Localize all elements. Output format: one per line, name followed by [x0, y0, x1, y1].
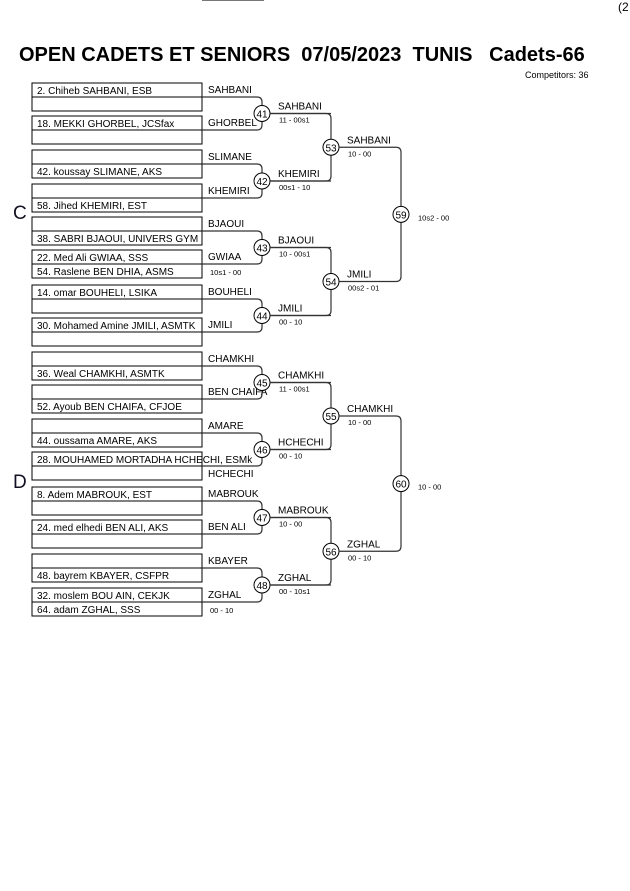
- match-number: 46: [256, 446, 268, 457]
- match-winner: MABROUK: [278, 506, 329, 517]
- round1-name: BOUHELI: [208, 287, 252, 298]
- competitor-name: 44. oussama AMARE, AKS: [37, 436, 157, 447]
- round1-name: SAHBANI: [208, 85, 252, 96]
- bracket-connector: [339, 146, 402, 283]
- prelim-score: 10s1 - 00: [210, 268, 241, 277]
- round1-name: SLIMANE: [208, 152, 252, 163]
- round1-name: KHEMIRI: [208, 186, 250, 197]
- competitor-name: 2. Chiheb SAHBANI, ESB: [37, 86, 152, 97]
- match-score: 10 - 00: [418, 483, 441, 492]
- match-score: 10 - 00: [348, 418, 371, 427]
- competitors-count: Competitors: 36: [525, 70, 589, 80]
- page-title: OPEN CADETS ET SENIORS 07/05/2023 TUNIS …: [19, 44, 585, 66]
- round1-name: JMILI: [208, 320, 232, 331]
- competitor-name: 8. Adem MABROUK, EST: [37, 490, 152, 501]
- match-winner: JMILI: [347, 270, 371, 281]
- match-number: 59: [395, 210, 407, 221]
- page-marker: (2: [618, 0, 629, 14]
- top-rule: [202, 0, 264, 1]
- match-number: 55: [325, 412, 337, 423]
- competitor-name: 58. Jihed KHEMIRI, EST: [37, 201, 147, 212]
- competitor-name: 38. SABRI BJAOUI, UNIVERS GYM: [37, 234, 198, 245]
- competitor-name: 64. adam ZGHAL, SSS: [37, 605, 141, 616]
- match-number: 48: [256, 581, 268, 592]
- match-winner: SAHBANI: [278, 102, 322, 113]
- match-number: 47: [256, 514, 268, 525]
- match-number: 56: [325, 547, 337, 558]
- bracket-connector: [339, 415, 402, 552]
- round1-name: CHAMKHI: [208, 354, 254, 365]
- round1-name: BEN ALI: [208, 522, 246, 533]
- match-winner: ZGHAL: [278, 573, 312, 584]
- match-score: 10 - 00s1: [279, 250, 310, 259]
- round1-name: ZGHAL: [208, 590, 242, 601]
- match-score: 00 - 10: [348, 553, 371, 562]
- match-score: 10 - 00: [279, 520, 302, 529]
- match-score: 00 - 10: [279, 452, 302, 461]
- round1-name: BEN CHAIFA: [208, 387, 268, 398]
- match-circle: [392, 475, 410, 493]
- match-number: 45: [256, 379, 268, 390]
- match-number: 43: [256, 244, 268, 255]
- round1-name: GHORBEL: [208, 118, 257, 129]
- competitor-name: 36. Weal CHAMKHI, ASMTK: [37, 369, 165, 380]
- competitor-name: 42. koussay SLIMANE, AKS: [37, 167, 162, 178]
- competitor-name: 14. omar BOUHELI, LSIKA: [37, 288, 157, 299]
- match-winner: CHAMKHI: [278, 371, 324, 382]
- competitor-name: 48. bayrem KBAYER, CSFPR: [37, 571, 169, 582]
- round1-name: GWIAA: [208, 252, 242, 263]
- match-score: 00 - 10: [279, 318, 302, 327]
- match-circle: [392, 205, 410, 223]
- match-winner: CHAMKHI: [347, 404, 393, 415]
- match-number: 42: [256, 177, 268, 188]
- match-score: 00s2 - 01: [348, 284, 379, 293]
- round1-name: KBAYER: [208, 556, 248, 567]
- competitor-name: 18. MEKKI GHORBEL, JCSfax: [37, 119, 174, 130]
- match-winner: KHEMIRI: [278, 169, 320, 180]
- pool-label-c: C: [13, 203, 27, 224]
- match-score: 10 - 00: [348, 149, 371, 158]
- competitor-name: 54. Raslene BEN DHIA, ASMS: [37, 267, 174, 278]
- round1-name: MABROUK: [208, 489, 259, 500]
- pool-label-d: D: [13, 472, 27, 493]
- competitor-name: 32. moslem BOU AIN, CEKJK: [37, 591, 170, 602]
- match-number: 44: [256, 312, 268, 323]
- match-winner: BJAOUI: [278, 236, 314, 247]
- match-winner: JMILI: [278, 304, 302, 315]
- match-winner: ZGHAL: [347, 539, 381, 550]
- competitor-name: 22. Med Ali GWIAA, SSS: [37, 253, 148, 264]
- match-score: 00s1 - 10: [279, 183, 310, 192]
- match-winner: SAHBANI: [347, 135, 391, 146]
- prelim-score: 00 - 10: [210, 606, 233, 615]
- round1-name: BJAOUI: [208, 219, 244, 230]
- match-number: 41: [256, 110, 268, 121]
- competitor-name: 52. Ayoub BEN CHAIFA, CFJOE: [37, 402, 182, 413]
- round1-name: AMARE: [208, 421, 244, 432]
- match-number: 53: [325, 143, 337, 154]
- match-score: 11 - 00s1: [279, 116, 310, 125]
- competitor-name: 28. MOUHAMED MORTADHA HCHECHI, ESMk: [37, 455, 253, 466]
- competitor-name: 30. Mohamed Amine JMILI, ASMTK: [37, 321, 196, 332]
- competitor-name: 24. med elhedi BEN ALI, AKS: [37, 523, 169, 534]
- round1-name: HCHECHI: [208, 469, 254, 480]
- match-number: 54: [325, 278, 337, 289]
- match-score: 10s2 - 00: [418, 213, 449, 222]
- match-score: 00 - 10s1: [279, 587, 310, 596]
- match-score: 11 - 00s1: [279, 385, 310, 394]
- match-number: 60: [395, 480, 407, 491]
- match-winner: HCHECHI: [278, 438, 324, 449]
